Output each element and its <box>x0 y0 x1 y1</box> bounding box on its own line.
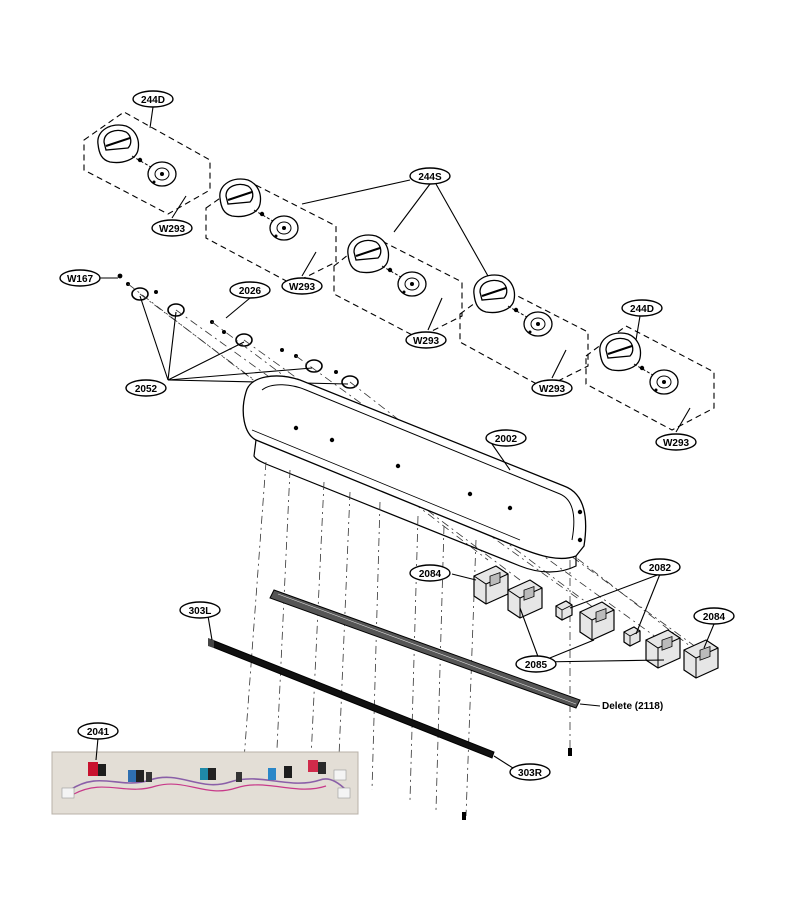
knob-panel-4 <box>459 273 589 389</box>
control-panel-2002 <box>242 375 587 573</box>
knob-panel-1 <box>83 111 211 215</box>
vertical-assembly-lines <box>243 461 571 817</box>
trim-strip-2118 <box>269 589 581 709</box>
callout-2082: 2082 <box>639 558 681 576</box>
svg-text:W293: W293 <box>159 224 186 235</box>
callout-w293-5: W293 <box>655 433 697 451</box>
switch-2084-left <box>473 565 509 605</box>
callout-2002: 2002 <box>485 429 527 447</box>
svg-text:2041: 2041 <box>87 727 110 738</box>
svg-text:2052: 2052 <box>135 384 158 395</box>
callout-303l: 303L <box>179 601 221 619</box>
svg-text:W293: W293 <box>413 336 440 347</box>
callout-244d-right: 244D <box>621 299 663 317</box>
switch-box-4 <box>645 629 681 669</box>
knob-panel-5 <box>585 325 715 431</box>
svg-text:2026: 2026 <box>239 286 262 297</box>
knob-panel-2 <box>205 177 337 285</box>
callout-w293-1: W293 <box>151 219 193 237</box>
callout-w293-4: W293 <box>531 379 573 397</box>
switch-box-3 <box>579 601 615 641</box>
svg-text:2002: 2002 <box>495 434 518 445</box>
callout-w167: W167 <box>59 269 101 287</box>
switch-box-2 <box>507 579 543 619</box>
svg-text:244S: 244S <box>418 172 442 183</box>
callout-2026: 2026 <box>229 281 271 299</box>
svg-text:2082: 2082 <box>649 563 672 574</box>
svg-text:W293: W293 <box>539 384 566 395</box>
callout-2085: 2085 <box>515 655 557 673</box>
callout-2041: 2041 <box>77 722 119 740</box>
trim-strip-303 <box>208 638 495 759</box>
callout-2084-right: 2084 <box>693 607 735 625</box>
svg-text:2084: 2084 <box>419 569 442 580</box>
switch-2084-right <box>683 639 719 679</box>
callout-303r: 303R <box>509 763 551 781</box>
callout-w293-2: W293 <box>281 277 323 295</box>
callout-244s: 244S <box>409 167 451 185</box>
svg-text:W293: W293 <box>663 438 690 449</box>
svg-text:2085: 2085 <box>525 660 548 671</box>
svg-text:W293: W293 <box>289 282 316 293</box>
bottom-fasteners <box>462 748 572 820</box>
callout-2052: 2052 <box>125 379 167 397</box>
svg-text:244D: 244D <box>141 95 165 106</box>
svg-text:303R: 303R <box>518 768 543 779</box>
svg-text:244D: 244D <box>630 304 654 315</box>
svg-text:W167: W167 <box>67 274 94 285</box>
delete-2118-note: Delete (2118) <box>602 701 663 712</box>
callout-2084-left: 2084 <box>409 564 451 582</box>
wire-harness-photo <box>51 751 359 815</box>
svg-text:303L: 303L <box>189 606 212 617</box>
callout-244d-top: 244D <box>132 90 174 108</box>
svg-text:2084: 2084 <box>703 612 726 623</box>
callout-w293-3: W293 <box>405 331 447 349</box>
knob-panel-3 <box>333 233 463 339</box>
